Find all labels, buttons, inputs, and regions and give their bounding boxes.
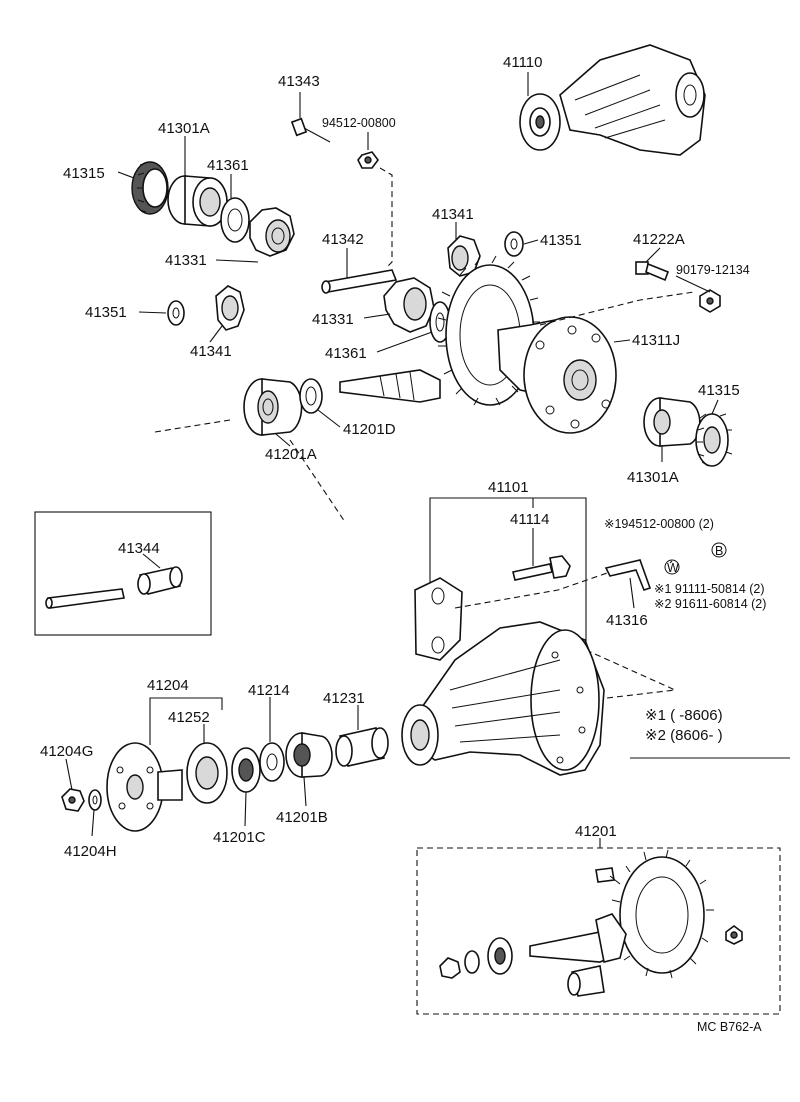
oil-seal-41252 xyxy=(186,742,228,804)
label-41342: 41342 xyxy=(322,231,364,248)
pinion-41341-top xyxy=(447,235,481,277)
washer-41201D xyxy=(299,378,323,414)
carrier-assembly-41110 xyxy=(519,44,706,156)
washer-41361-top xyxy=(220,197,250,243)
notes: ※194512-00800 (2) W B ※1 91111-50814 (2)… xyxy=(604,517,766,1034)
label-41344: 41344 xyxy=(118,540,160,557)
bolt-41222A xyxy=(635,261,670,282)
label-41341-top: 41341 xyxy=(432,206,474,223)
label-41315-right: 41315 xyxy=(698,382,740,399)
bearing-41201C xyxy=(231,747,261,793)
nut-94512 xyxy=(357,151,379,169)
note-bolt: ※194512-00800 (2) xyxy=(604,517,714,531)
flange-41204 xyxy=(106,742,183,832)
label-41351-left: 41351 xyxy=(85,304,127,321)
bolt-41114 xyxy=(512,555,571,581)
legend-1: ※1 ( -8606) xyxy=(645,707,723,724)
bracket-41204 xyxy=(149,697,223,745)
spacer-41231 xyxy=(335,727,389,767)
label-41101: 41101 xyxy=(488,479,529,496)
note-1: ※1 91111-50814 (2) xyxy=(654,582,765,596)
side-gear-41331-left xyxy=(249,207,295,257)
leader-94512 xyxy=(379,167,393,269)
label-41311J: 41311J xyxy=(632,332,680,349)
label-41315-left: 41315 xyxy=(63,165,105,182)
label-41343: 41343 xyxy=(278,73,320,90)
kit-box-41201 xyxy=(416,838,781,1015)
label-41204: 41204 xyxy=(147,677,189,694)
washer-41204H xyxy=(88,789,102,811)
label-41201C: 41201C xyxy=(213,829,266,846)
label-41341-left: 41341 xyxy=(190,343,232,360)
side-gear-41331-mid xyxy=(383,277,435,333)
label-41201B: 41201B xyxy=(276,809,328,826)
label-41214: 41214 xyxy=(248,682,290,699)
washer-41351-right xyxy=(504,231,524,257)
bracket-41101 xyxy=(429,497,587,712)
bearing-41315-left xyxy=(131,161,169,215)
bracket-41316 xyxy=(604,559,652,591)
label-94512: 94512-00800 xyxy=(322,116,396,130)
legend-2: ※2 (8606- ) xyxy=(645,727,723,744)
bearing-cup-41301A-top xyxy=(167,175,228,227)
label-41361-mid: 41361 xyxy=(325,345,367,362)
label-41114: 41114 xyxy=(510,511,550,528)
inset-box-41344 xyxy=(34,511,212,636)
label-41316: 41316 xyxy=(606,612,648,629)
footer-code: MC B762-A xyxy=(697,1020,762,1034)
leader-bearing-housing xyxy=(154,419,346,523)
bearing-cup-41301A-right xyxy=(643,397,701,447)
label-41204H: 41204H xyxy=(64,843,117,860)
bolt-symbol: B xyxy=(715,544,723,558)
bearing-41201A xyxy=(243,378,303,436)
differential-carrier-housing xyxy=(401,621,605,776)
label-41201: 41201 xyxy=(575,823,617,840)
leader-cap xyxy=(454,571,611,609)
bearing-41201B xyxy=(285,732,333,778)
bearing-41315-right xyxy=(695,413,733,467)
leader-lines xyxy=(65,72,719,837)
washer-symbol: W xyxy=(667,561,679,575)
part-labels: 41343 94512-00800 41301A 41315 41361 413… xyxy=(40,54,750,860)
spacer-41214 xyxy=(259,742,285,782)
label-41201A: 41201A xyxy=(265,446,317,463)
washer-symbol-circle xyxy=(664,559,680,575)
label-41204G: 41204G xyxy=(40,743,93,760)
label-41110: 41110 xyxy=(503,54,543,71)
label-41351-right: 41351 xyxy=(540,232,582,249)
nut-41204G xyxy=(61,788,85,812)
nut-90179 xyxy=(699,289,721,313)
label-41301A-right: 41301A xyxy=(627,469,679,486)
label-41231: 41231 xyxy=(323,690,365,707)
label-41201D: 41201D xyxy=(343,421,396,438)
leader-housing xyxy=(585,649,678,701)
label-41361-top: 41361 xyxy=(207,157,249,174)
pinion-shaft-41342 xyxy=(321,269,398,294)
label-90179: 90179-12134 xyxy=(676,263,750,277)
pin-41343 xyxy=(290,117,331,143)
drive-pinion xyxy=(339,369,441,403)
leader-ring-bolt xyxy=(539,291,695,326)
label-41252: 41252 xyxy=(168,709,210,726)
label-41222A: 41222A xyxy=(633,231,685,248)
cap-piece xyxy=(414,577,463,661)
label-41301A-top: 41301A xyxy=(158,120,210,137)
pinion-41341-left xyxy=(215,285,245,331)
label-41331-left: 41331 xyxy=(165,252,207,269)
diff-case-41311J xyxy=(497,316,617,434)
washer-41351-left xyxy=(167,300,185,326)
label-41331-mid: 41331 xyxy=(312,311,354,328)
note-2: ※2 91611-60814 (2) xyxy=(654,597,766,611)
bolt-symbol-circle xyxy=(711,542,727,558)
